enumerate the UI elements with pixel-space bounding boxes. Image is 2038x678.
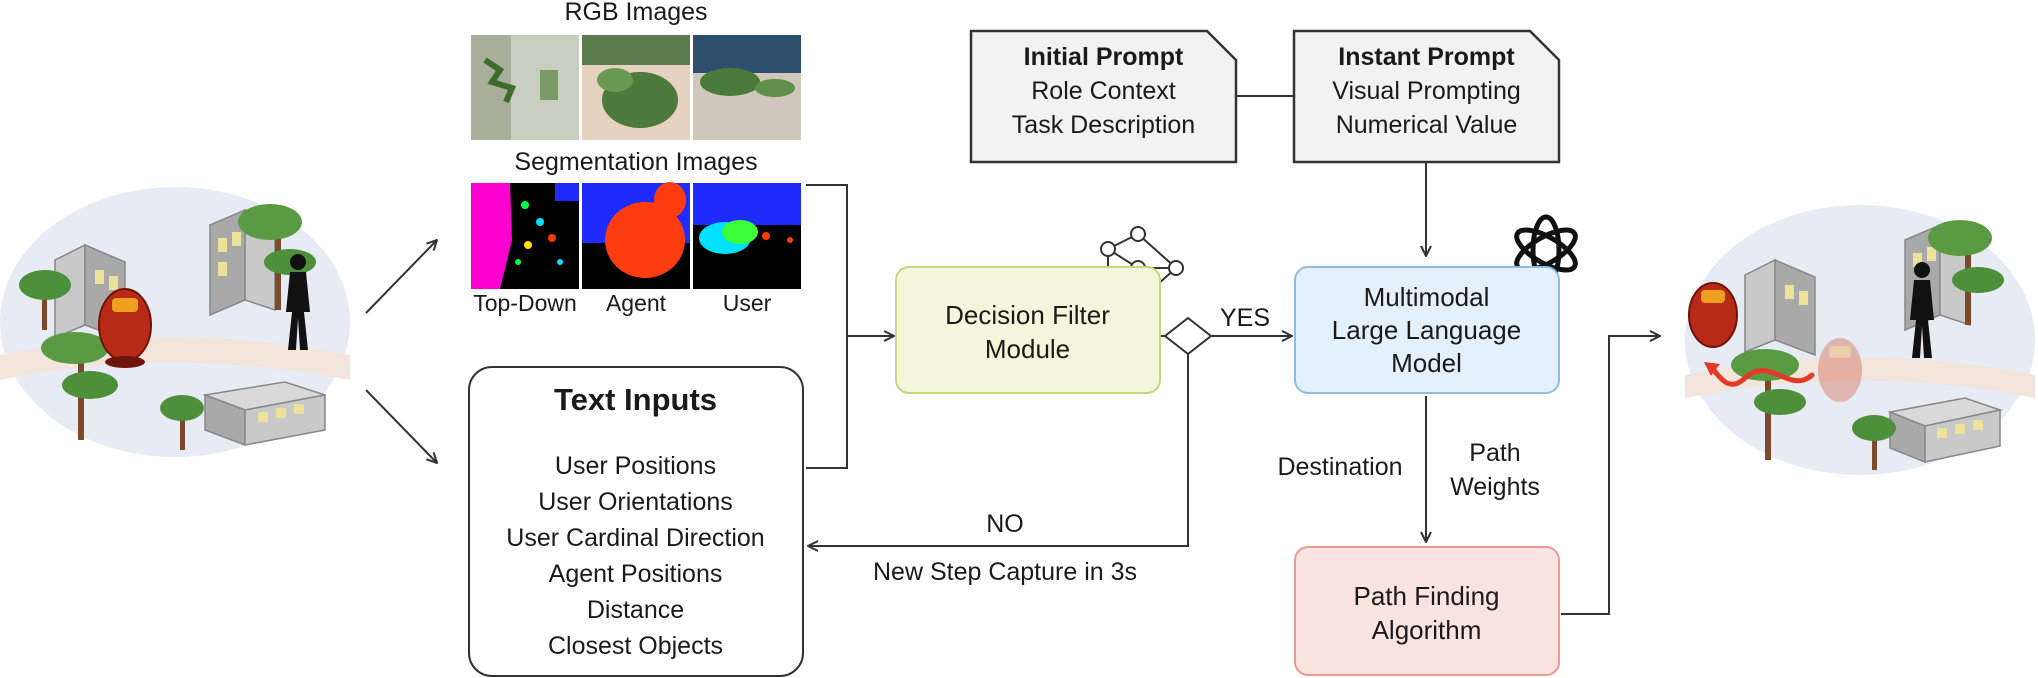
text-input-item: User Cardinal Direction <box>506 524 765 552</box>
text-input-item: Agent Positions <box>548 560 723 588</box>
new-step-capture-label: New Step Capture in 3s <box>872 558 1138 586</box>
tree-icon <box>1928 220 2004 325</box>
initial-prompt-text: Initial Prompt Role Context Task Descrip… <box>971 40 1236 142</box>
robot-agent-icon <box>1688 282 1738 348</box>
mllm-box: Multimodal Large Language Model <box>1294 266 1560 394</box>
rgb-thumbnail-top-down <box>471 35 579 140</box>
decision-filter-line: Module <box>984 334 1071 364</box>
path-finding-label: Path Finding Algorithm <box>1296 579 1557 647</box>
segmentation-thumbnail-user <box>693 183 801 289</box>
initial-prompt-line: Task Description <box>1011 111 1196 139</box>
segmentation-image-strip <box>471 182 801 289</box>
mllm-line: Multimodal <box>1363 282 1490 312</box>
segmentation-label-user: User <box>722 290 772 316</box>
mllm-line: Model <box>1391 348 1462 378</box>
right-scene-illustration <box>1685 205 2035 475</box>
instant-prompt-title: Instant Prompt <box>1338 43 1515 71</box>
user-silhouette-icon <box>1910 262 1934 358</box>
decision-filter-line: Decision Filter <box>945 300 1110 330</box>
yes-label: YES <box>1219 304 1271 332</box>
text-inputs-list: User Positions User Orientations User Ca… <box>470 448 801 664</box>
destination-label: Destination <box>1277 453 1403 481</box>
segmentation-thumbnail-top-down <box>471 183 579 289</box>
rgb-image-strip <box>471 35 801 140</box>
tree-icon <box>160 395 204 450</box>
robot-agent-icon <box>98 288 152 368</box>
mllm-label: Multimodal Large Language Model <box>1296 281 1557 380</box>
initial-prompt-title: Initial Prompt <box>1023 43 1184 71</box>
segmentation-thumbnail-agent <box>582 182 690 289</box>
path-weights-label: Path Weights <box>1440 436 1550 504</box>
text-input-item: Distance <box>586 596 685 624</box>
decision-diamond <box>1163 316 1213 356</box>
initial-prompt-box <box>969 29 1238 164</box>
path-to-scene-arrow <box>1561 336 1660 615</box>
text-input-item: User Orientations <box>538 488 733 516</box>
instant-prompt-line: Visual Prompting <box>1332 77 1521 105</box>
tree-icon <box>41 332 118 440</box>
scene-to-text-inputs-arrow <box>365 389 437 463</box>
user-silhouette-icon <box>286 254 310 350</box>
text-inputs-title: Text Inputs <box>553 382 718 417</box>
tree-icon <box>1852 415 1896 470</box>
inputs-merge-bracket <box>806 184 848 469</box>
path-finding-line: Algorithm <box>1371 615 1482 645</box>
rgb-images-title: RGB Images <box>564 0 708 26</box>
scene-to-images-arrow <box>365 240 437 314</box>
rgb-thumbnail-agent <box>582 35 690 140</box>
segmentation-label-agent: Agent <box>605 290 667 316</box>
path-finding-box: Path Finding Algorithm <box>1294 546 1560 676</box>
segmentation-images-title: Segmentation Images <box>514 148 758 176</box>
text-inputs-box: Text Inputs User Positions User Orientat… <box>468 366 804 677</box>
path-weights-line: Path <box>1469 439 1521 467</box>
mllm-line: Large Language <box>1331 315 1522 345</box>
segmentation-label-top-down: Top-Down <box>473 290 577 316</box>
tree-icon <box>19 270 71 330</box>
text-input-item: Closest Objects <box>547 632 724 660</box>
building-icon <box>202 381 326 447</box>
instant-prompt-box <box>1292 29 1561 164</box>
instant-prompt-text: Instant Prompt Visual Prompting Numerica… <box>1294 40 1559 142</box>
decision-filter-module-box: Decision Filter Module <box>895 266 1161 394</box>
building-icon <box>1887 397 2003 464</box>
path-weights-line: Weights <box>1450 473 1540 501</box>
building-icon <box>1744 258 1816 357</box>
left-scene-illustration <box>0 187 350 457</box>
no-label: NO <box>986 510 1024 538</box>
no-feedback-arrow <box>808 354 1189 546</box>
text-input-item: User Positions <box>554 452 717 480</box>
path-finding-line: Path Finding <box>1353 581 1500 611</box>
movement-path-arrow <box>1709 365 1815 387</box>
instant-prompt-line: Numerical Value <box>1335 111 1518 139</box>
initial-prompt-line: Role Context <box>1031 77 1176 105</box>
rgb-thumbnail-user <box>693 35 801 140</box>
robot-agent-ghost-icon <box>1818 338 1862 402</box>
decision-filter-label: Decision Filter Module <box>897 298 1158 366</box>
